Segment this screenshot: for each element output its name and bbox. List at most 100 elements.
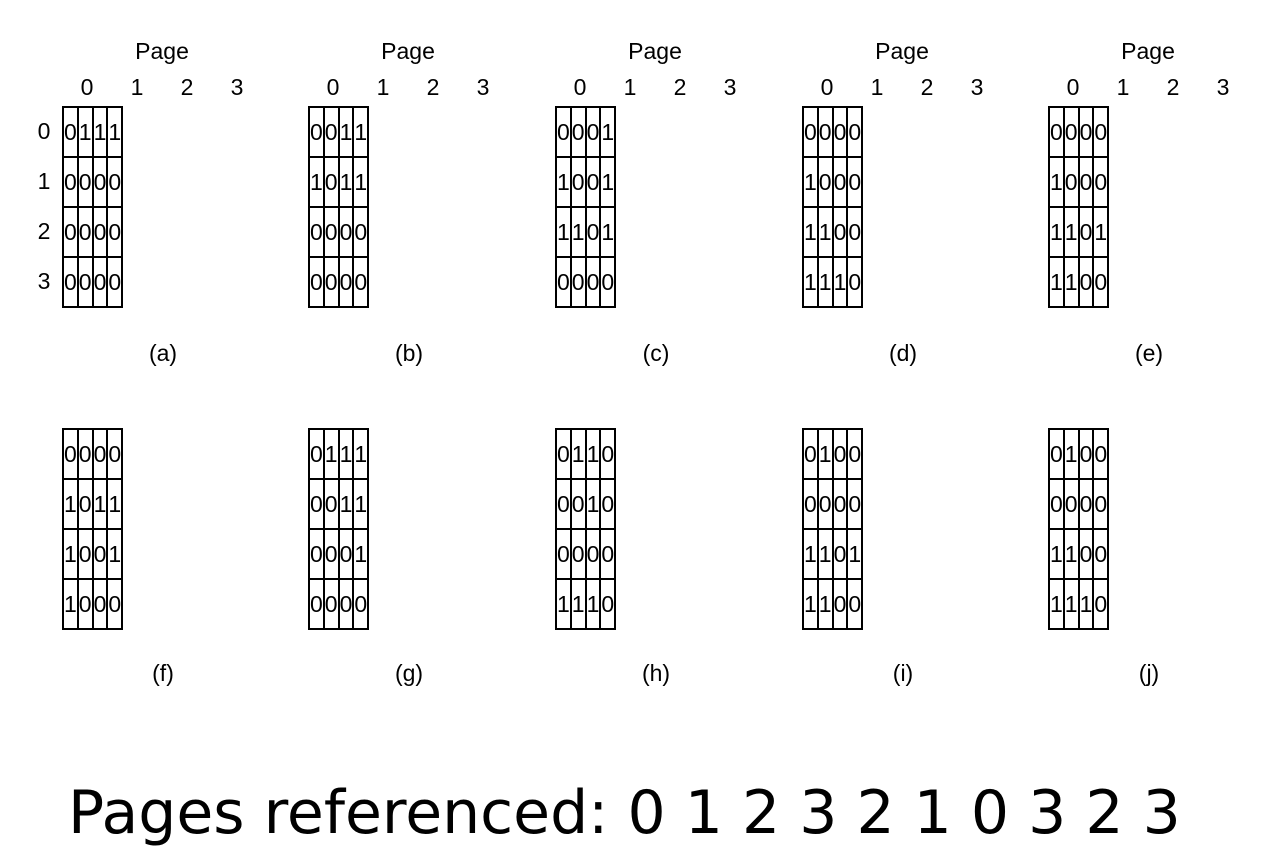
matrix-cell: 1 [1062, 578, 1080, 630]
matrix-cell: 0 [352, 206, 370, 258]
matrix-cell: 1 [62, 578, 79, 630]
matrix-cell: 0 [1062, 478, 1080, 530]
column-label: 3 [476, 74, 490, 100]
matrix-cell: 0 [846, 156, 864, 208]
matrix-cell: 0 [555, 428, 572, 480]
column-label: 2 [426, 74, 440, 100]
matrix-cell: 0 [62, 256, 79, 308]
matrix-cell: 1 [1062, 206, 1080, 258]
matrix-cell: 0 [322, 478, 340, 530]
matrix-cell: 0 [555, 528, 572, 580]
matrix-cell: 0 [816, 106, 834, 158]
matrix-cell: 1 [816, 428, 834, 480]
matrix-cell: 0 [1077, 106, 1095, 158]
matrix-cell: 0 [1092, 478, 1110, 530]
column-label: 3 [970, 74, 984, 100]
matrix-cell: 0 [106, 256, 124, 308]
matrix-cell: 0 [1092, 106, 1110, 158]
matrix-cell: 1 [1062, 256, 1080, 308]
page-axis-label: Page [1121, 38, 1175, 64]
matrix-cell: 1 [91, 106, 109, 158]
matrix-cell: 1 [831, 256, 849, 308]
matrix-cell: 0 [308, 256, 325, 308]
matrix-cell: 0 [1092, 256, 1110, 308]
matrix-cell: 0 [106, 578, 124, 630]
panel-caption: (d) [888, 340, 918, 366]
matrix-cell: 0 [1062, 156, 1080, 208]
matrix-cell: 0 [555, 256, 572, 308]
matrix-cell: 0 [555, 106, 572, 158]
matrix-cell: 0 [816, 156, 834, 208]
matrix-cell: 0 [91, 428, 109, 480]
matrix-cell: 0 [1048, 428, 1065, 480]
matrix-cell: 0 [599, 528, 617, 580]
panel-caption: (j) [1138, 660, 1160, 686]
matrix-cell: 0 [599, 478, 617, 530]
matrix-cell: 1 [846, 528, 864, 580]
matrix-cell: 0 [1048, 106, 1065, 158]
matrix-cell: 0 [322, 528, 340, 580]
matrix-cell: 0 [62, 106, 79, 158]
matrix-cell: 0 [322, 256, 340, 308]
matrix-cell: 0 [106, 156, 124, 208]
matrix-cell: 0 [352, 256, 370, 308]
matrix-cell: 1 [555, 206, 572, 258]
matrix-cell: 0 [76, 578, 94, 630]
matrix-cell: 0 [846, 256, 864, 308]
matrix-cell: 1 [802, 156, 819, 208]
matrix-cell: 0 [106, 206, 124, 258]
matrix-cell: 0 [322, 206, 340, 258]
matrix-cell: 0 [846, 428, 864, 480]
matrix-cell: 0 [106, 428, 124, 480]
matrix-cell: 0 [76, 478, 94, 530]
matrix-cell: 0 [584, 106, 602, 158]
matrix-cell: 0 [584, 206, 602, 258]
matrix-cell: 1 [1048, 156, 1065, 208]
matrix-cell: 1 [106, 478, 124, 530]
matrix-cell: 1 [584, 578, 602, 630]
matrix-cell: 1 [802, 528, 819, 580]
panel-caption: (i) [892, 660, 914, 686]
matrix-cell: 0 [831, 106, 849, 158]
matrix-cell: 0 [76, 156, 94, 208]
matrix-cell: 0 [1077, 156, 1095, 208]
matrix-cell: 0 [322, 156, 340, 208]
matrix-cell: 1 [1048, 578, 1065, 630]
matrix-cell: 0 [569, 256, 587, 308]
column-label: 1 [1116, 74, 1130, 100]
matrix-cell: 0 [816, 478, 834, 530]
matrix-cell: 0 [76, 206, 94, 258]
matrix-cell: 0 [322, 106, 340, 158]
matrix-cell: 1 [584, 478, 602, 530]
matrix-cell: 0 [62, 206, 79, 258]
matrix-cell: 1 [1077, 578, 1095, 630]
matrix-cell: 0 [831, 206, 849, 258]
matrix-cell: 0 [76, 256, 94, 308]
matrix-cell: 0 [1077, 206, 1095, 258]
matrix-cell: 1 [555, 578, 572, 630]
matrix-cell: 1 [584, 428, 602, 480]
matrix-cell: 0 [846, 106, 864, 158]
matrix-cell: 1 [569, 578, 587, 630]
matrix-cell: 0 [831, 578, 849, 630]
matrix-cell: 0 [308, 478, 325, 530]
matrix-cell: 1 [1062, 528, 1080, 580]
column-label: 2 [920, 74, 934, 100]
